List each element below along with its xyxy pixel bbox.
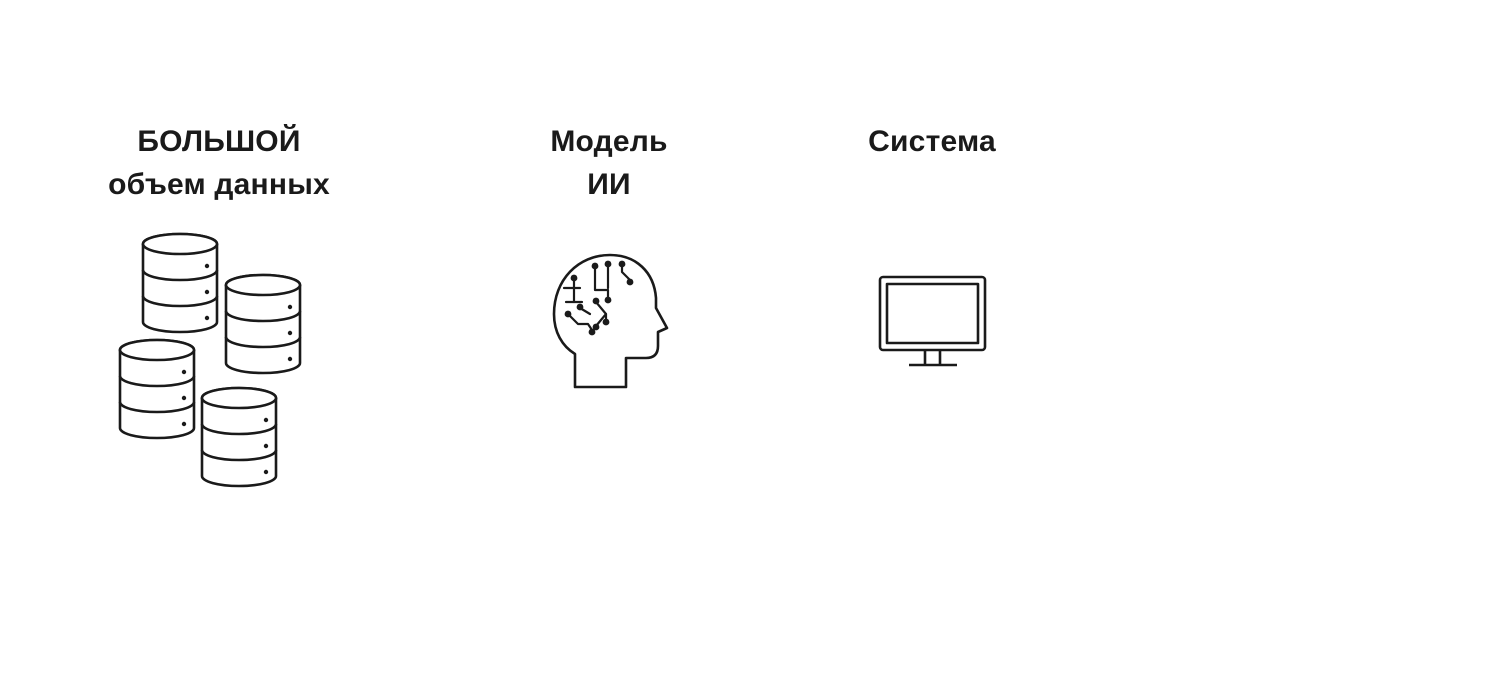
database-cylinder-icon	[224, 273, 302, 375]
ai-model-title: Модель ИИ	[519, 120, 699, 206]
ai-model-title-line2: ИИ	[587, 168, 631, 201]
big-data-title: БОЛЬШОЙ объем данных	[99, 120, 339, 206]
big-data-column: БОЛЬШОЙ объем данных	[99, 120, 339, 206]
ai-model-title-line1: Модель	[550, 125, 668, 158]
big-data-title-line2: объем данных	[108, 168, 330, 201]
system-title: Система	[842, 120, 1022, 163]
database-cylinder-icon	[118, 338, 196, 440]
big-data-title-line1: БОЛЬШОЙ	[137, 125, 301, 158]
computer-monitor-icon	[877, 274, 989, 370]
system-column: Система	[842, 120, 1022, 163]
database-cylinder-icon	[200, 386, 278, 488]
system-title-line1: Система	[868, 125, 996, 158]
database-cylinder-icon	[141, 232, 219, 334]
ai-brain-head-icon	[550, 250, 672, 392]
ai-model-column: Модель ИИ	[519, 120, 699, 206]
database-stack-icon	[112, 228, 308, 490]
